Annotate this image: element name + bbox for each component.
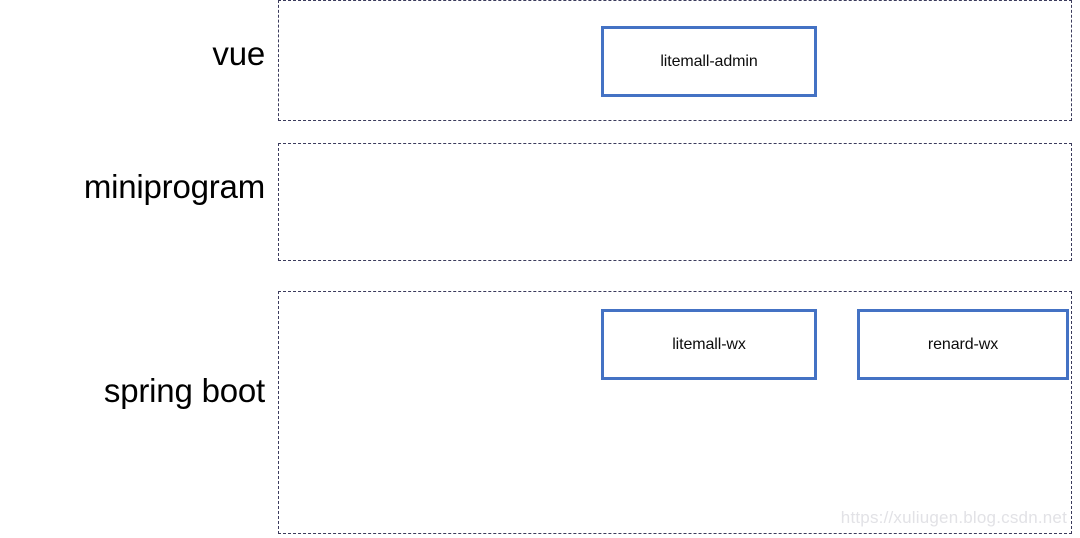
module-label: litemall-wx <box>672 335 746 353</box>
module-litemall-wx[interactable]: litemall-wx <box>601 309 817 380</box>
watermark: https://xuliugen.blog.csdn.net <box>840 508 1067 527</box>
tier-label-spring-boot: spring boot <box>103 372 265 409</box>
module-renard-wx[interactable]: renard-wx <box>857 309 1069 380</box>
tier-label-vue: vue <box>212 35 265 72</box>
tier-container-vue: litemall-admin <box>278 0 1072 121</box>
tier-label-miniprogram: miniprogram <box>83 168 265 205</box>
module-label: renard-wx <box>927 335 999 353</box>
tier-container-miniprogram: litemall-wx renard-wx <box>278 143 1072 380</box>
module-litemall-admin[interactable]: litemall-admin <box>601 26 817 97</box>
module-label: litemall-admin <box>660 52 758 70</box>
tier-container-spring-boot: litemall-wx-api litemall-admin-api litem… <box>278 291 1072 534</box>
